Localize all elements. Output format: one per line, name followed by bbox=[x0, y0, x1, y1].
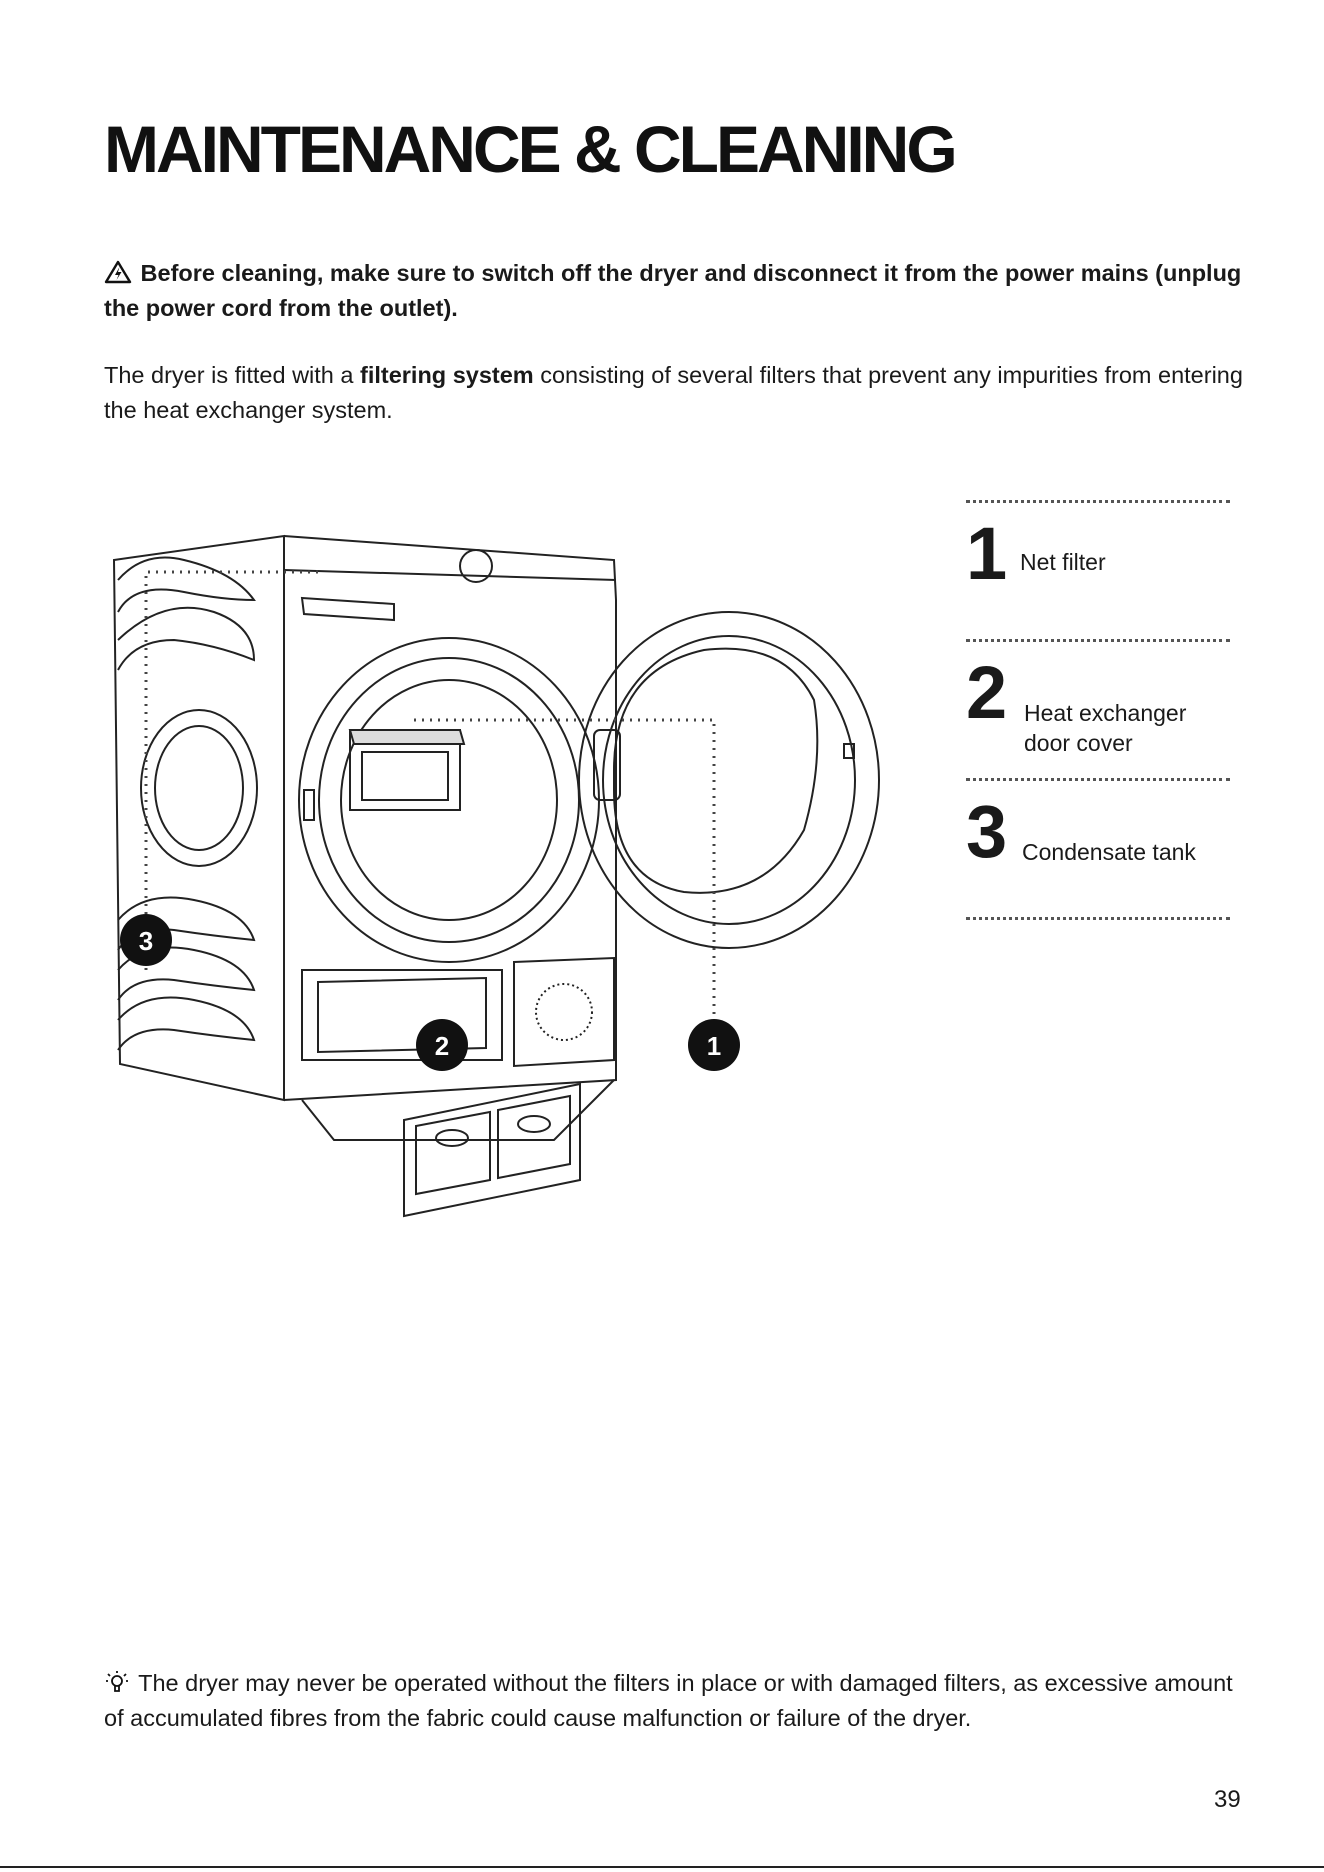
warning-body: Before cleaning, make sure to switch off… bbox=[104, 260, 1242, 321]
intro-after: consisting of several filters that preve… bbox=[104, 362, 1243, 423]
dryer-door bbox=[578, 611, 880, 949]
page-title: MAINTENANCE & CLEANING bbox=[104, 112, 958, 186]
callout-1: 1 bbox=[688, 1019, 740, 1071]
dryer-side-panel bbox=[112, 534, 285, 1102]
bottom-rule bbox=[0, 1866, 1324, 1868]
callout-2: 2 bbox=[416, 1019, 468, 1071]
lightbulb-icon bbox=[104, 1669, 132, 1695]
legend-item-net-filter: 1 Net filter bbox=[966, 503, 1230, 639]
dryer-illustration: 3 2 1 bbox=[104, 500, 944, 1300]
legend-divider bbox=[966, 639, 1230, 642]
legend-divider bbox=[966, 778, 1230, 781]
intro-bold: filtering system bbox=[360, 362, 534, 388]
intro-before: The dryer is fitted with a bbox=[104, 362, 360, 388]
legend-divider bbox=[966, 500, 1230, 503]
warning-text: Before cleaning, make sure to switch off… bbox=[104, 256, 1244, 326]
heat-exchanger-cover bbox=[403, 1082, 581, 1218]
callout-3-label: 3 bbox=[139, 926, 153, 956]
legend-number: 1 bbox=[966, 512, 1007, 595]
legend-label: Net filter bbox=[1020, 549, 1106, 575]
note-body: The dryer may never be operated without … bbox=[104, 1670, 1233, 1731]
callout-3: 3 bbox=[120, 914, 172, 966]
callout-2-label: 2 bbox=[435, 1031, 449, 1061]
legend-number: 2 bbox=[966, 651, 1007, 734]
dryer-front bbox=[283, 535, 617, 1141]
parts-legend: 1 Net filter 2 Heat exchanger door cover… bbox=[966, 500, 1230, 920]
legend-divider bbox=[966, 917, 1230, 920]
warning-triangle-icon bbox=[104, 259, 134, 284]
legend-label: Condensate tank bbox=[1022, 839, 1196, 865]
intro-paragraph: The dryer is fitted with a filtering sys… bbox=[104, 358, 1244, 428]
filter-note: The dryer may never be operated without … bbox=[104, 1666, 1244, 1736]
callout-1-label: 1 bbox=[707, 1031, 721, 1061]
legend-number: 3 bbox=[966, 790, 1007, 873]
legend-item-condensate-tank: 3 Condensate tank bbox=[966, 781, 1230, 917]
legend-item-heat-exchanger-door-cover: 2 Heat exchanger door cover bbox=[966, 642, 1230, 778]
legend-label: Heat exchanger door cover bbox=[1024, 700, 1187, 756]
page-number: 39 bbox=[1214, 1786, 1241, 1813]
